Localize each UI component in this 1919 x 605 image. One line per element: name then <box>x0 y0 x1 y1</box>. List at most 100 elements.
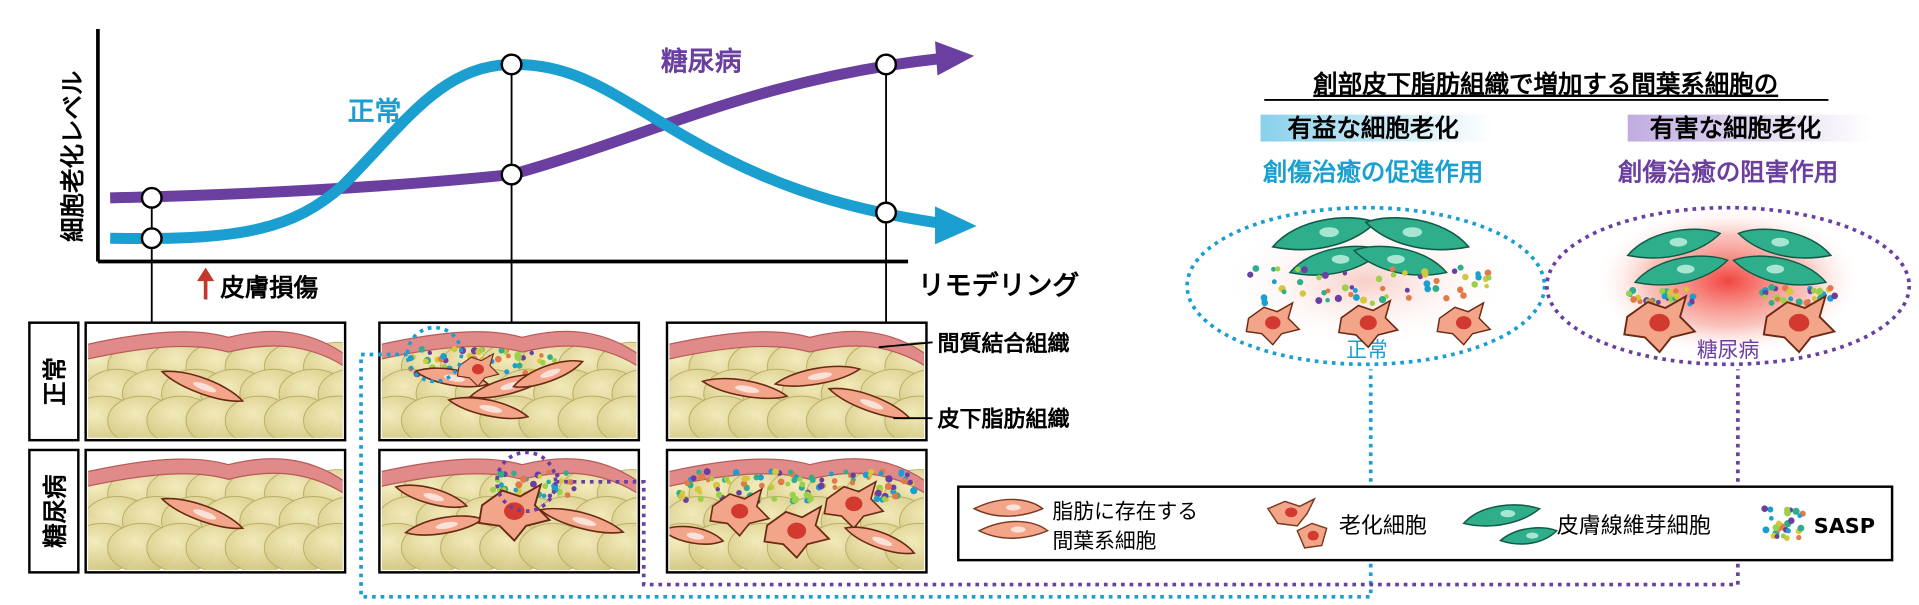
msc-nucleus <box>860 399 884 410</box>
senescent-nucleus <box>471 364 484 375</box>
injury-arrowhead <box>197 267 215 282</box>
senescent-nucleus <box>1359 315 1377 331</box>
sasp-dot <box>1666 289 1674 296</box>
diabetes-oval: 糖尿病 <box>1545 205 1912 367</box>
sasp-dot <box>1811 296 1818 302</box>
senescent-cell <box>1436 301 1492 346</box>
sasp-dot <box>1689 298 1695 304</box>
sasp-dot <box>451 346 458 353</box>
sasp-dot <box>878 470 884 476</box>
sasp-dot <box>1325 297 1330 303</box>
sasp-dot <box>504 369 510 375</box>
sasp-dot <box>1785 528 1791 534</box>
sasp-dot <box>1443 295 1450 302</box>
row-label-box-normal <box>28 321 80 442</box>
sasp-dot <box>678 493 686 501</box>
sasp-dot <box>1655 299 1661 305</box>
sasp-dot <box>885 475 893 483</box>
sasp-dot <box>1471 281 1478 288</box>
sasp-dot <box>898 471 904 477</box>
fibroblast-nucleus <box>1387 254 1405 264</box>
msc-nucleus <box>479 404 503 413</box>
tissue-panels <box>84 321 928 574</box>
sasp-dot <box>819 477 825 483</box>
sasp-dot <box>1475 274 1482 281</box>
sasp-dot <box>767 485 772 491</box>
sasp-dot <box>705 477 711 483</box>
sasp-dot <box>1792 507 1800 515</box>
sasp-dot <box>862 471 870 479</box>
sasp-dot <box>817 482 825 490</box>
sasp-dot <box>791 477 798 484</box>
sasp-dot <box>1380 285 1386 292</box>
sasp-dot <box>539 353 544 358</box>
panel-content <box>88 330 343 438</box>
point-diabetes-t3 <box>875 53 898 76</box>
sasp-dot <box>1433 277 1440 285</box>
sasp-dot <box>1271 266 1276 272</box>
sasp-dot <box>1460 292 1467 299</box>
sasp-dot <box>723 476 730 482</box>
sasp-dot <box>505 353 511 359</box>
point-normal-t1 <box>140 227 163 250</box>
sasp-dot <box>427 350 433 356</box>
legend-sasp-label: SASP <box>1814 514 1875 538</box>
sasp-dot <box>831 478 838 484</box>
sasp-dot <box>516 362 523 369</box>
senescent-nucleus <box>1456 316 1472 330</box>
panel-title: 創部皮下脂肪組織で増加する間葉系細胞の <box>1313 70 1778 99</box>
fibroblast-cell <box>1364 217 1471 251</box>
sasp-dot <box>545 469 552 475</box>
sasp-dot <box>873 495 881 503</box>
sasp-dot <box>1689 293 1696 301</box>
sasp-dot <box>1831 292 1839 300</box>
msc-nucleus <box>735 385 760 393</box>
sasp-dot <box>1774 534 1780 539</box>
normal-arrowhead <box>935 206 977 245</box>
y-axis-label: 細胞老化レベル <box>58 71 87 242</box>
interstitial-pointer <box>878 341 933 349</box>
sasp-dot <box>547 354 553 360</box>
panel-content <box>669 458 925 570</box>
dermis-layer <box>381 330 637 367</box>
sasp-dot <box>828 471 834 477</box>
sasp-dot <box>1484 283 1489 289</box>
senescent-nucleus <box>845 496 863 512</box>
sasp-dot <box>1348 291 1354 298</box>
legend-msc-line1: 脂肪に存在する <box>1053 500 1199 524</box>
sasp-dot <box>537 474 543 479</box>
sasp-dot <box>1625 290 1633 297</box>
sasp-dot <box>1810 287 1817 294</box>
sasp-dot <box>1307 264 1314 272</box>
sasp-dot <box>568 479 575 486</box>
sasp-dot <box>758 482 765 489</box>
sasp-dot <box>497 470 503 476</box>
sasp-dot <box>1484 269 1492 277</box>
sasp-dot <box>1299 290 1307 297</box>
harmful-highlight <box>1627 114 1873 142</box>
fibroblast-nucleus <box>1771 237 1790 247</box>
sasp-dot <box>1786 288 1794 296</box>
row-labels: 正常 糖尿病 <box>28 321 80 574</box>
senescent-cell <box>709 487 771 537</box>
dermis-layer <box>669 330 925 367</box>
sasp-dot <box>1796 534 1802 541</box>
sasp-dot <box>1462 273 1469 281</box>
senescent-cell <box>456 352 500 388</box>
sasp-dot <box>1784 506 1791 513</box>
sasp-dot <box>1423 280 1431 288</box>
fat-lobule <box>303 522 343 570</box>
panel-normal-t1 <box>84 321 347 442</box>
sasp-dot <box>1424 285 1432 293</box>
sasp-dot <box>892 492 899 500</box>
sasp-dot <box>890 484 897 491</box>
sasp-dot <box>1768 299 1775 306</box>
legend-msc-line2: 間葉系細胞 <box>1053 529 1157 553</box>
senescent-cell <box>1623 294 1697 354</box>
diabetes-arrowhead <box>935 41 975 76</box>
sasp-dot <box>1252 265 1260 272</box>
diabetes-curve <box>110 52 943 204</box>
sasp-dot <box>697 473 706 481</box>
sasp-dot <box>1788 517 1795 524</box>
